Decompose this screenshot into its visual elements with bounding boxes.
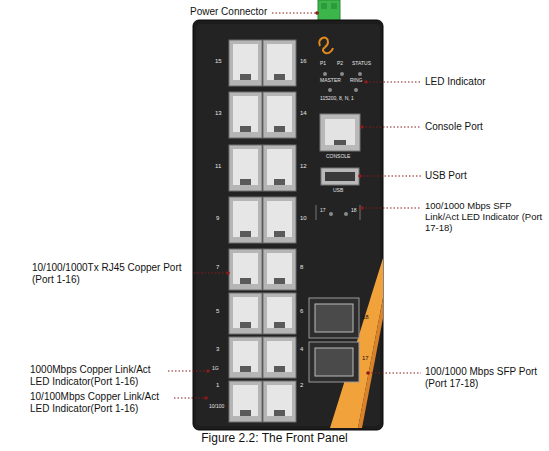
port-number: 3 [216,346,219,353]
rj45-port [229,249,262,290]
panel-marking: 17 [320,208,326,214]
panel-marking: P1 [320,61,326,67]
usb-slot [325,172,355,181]
console-latch [334,140,346,145]
switch-housing [193,20,383,430]
port-number: 1 [216,382,219,389]
port-number: 4 [300,346,303,353]
callout-label: 1000Mbps Copper Link/Act LED Indicator(P… [30,364,166,387]
leader-lines [168,13,421,398]
sfp-cage [309,298,359,338]
figure-caption: Figure 2.2: The Front Panel [0,432,549,446]
port-number: 13 [215,110,222,117]
connector-screw [321,3,327,9]
panel-marking: 17 [362,355,369,362]
rj45-port [229,337,262,378]
sfp-slot [315,348,353,376]
rj45-port [229,92,262,138]
usb-port [321,168,359,185]
port-number: 11 [215,163,221,170]
callout-label: LED Indicator [425,76,486,88]
sfp-slot [315,304,353,332]
rj45-port [263,249,296,290]
panel-marking: USB [333,188,343,194]
logo [319,38,333,54]
rj45-port [263,381,296,422]
port-number: 6 [300,308,303,315]
port-number: 10 [300,215,307,222]
rj45-port [263,197,296,243]
port-number: 16 [300,58,307,65]
rj45-port [263,145,296,191]
power-connector [318,0,340,22]
panel-marking: MASTER [320,78,341,84]
port-number: 2 [300,382,303,389]
callout-label: USB Port [425,170,467,182]
port-number: 5 [216,308,219,315]
callout-label: Console Port [425,121,483,133]
rj45-port [229,381,262,422]
leader-dots [204,11,370,400]
connector-screw [331,3,337,9]
rj45-port [263,337,296,378]
panel-marking: P2 [337,61,343,67]
orange-stripe [358,298,383,428]
panel-marking: RING [350,78,363,84]
rj45-port [229,145,262,191]
callout-label: 10/100/1000Tx RJ45 Copper Port (Port 1-1… [32,262,192,285]
console-jack [325,119,355,145]
sfp-cage [309,342,359,382]
rj45-port [229,40,262,86]
console-port [320,114,360,151]
panel-marking: 10/100 [209,404,224,410]
rj45-port [263,92,296,138]
panel-marking: 18 [351,208,357,214]
rj45-ports [229,40,296,422]
panel-marking: CONSOLE [326,154,350,160]
port-number: 15 [215,58,222,65]
led-bracket [316,205,360,220]
callout-label: 100/1000 Mbps SFP Port (Port 17-18) [425,366,545,389]
panel-marking: 115200, 8, N, 1 [320,96,354,102]
port-number: 7 [216,264,219,271]
port-number: 14 [300,110,307,117]
panel-marking: 1G [212,366,219,372]
rj45-port [229,293,262,334]
rj45-port [229,197,262,243]
front-plate [196,24,380,426]
port-number: 9 [216,215,219,222]
port-number: 8 [300,264,303,271]
panel-marking: 18 [362,314,369,321]
panel-marking: STATUS [352,61,371,67]
callout-label: 10/100Mbps Copper Link/Act LED Indicator… [30,391,172,414]
port-number: 12 [300,163,307,170]
rj45-port [263,40,296,86]
callout-label: 100/1000 Mbps SFP Link/Act LED Indicator… [425,201,547,234]
callout-label: Power Connector [190,6,267,18]
rj45-port [263,293,296,334]
